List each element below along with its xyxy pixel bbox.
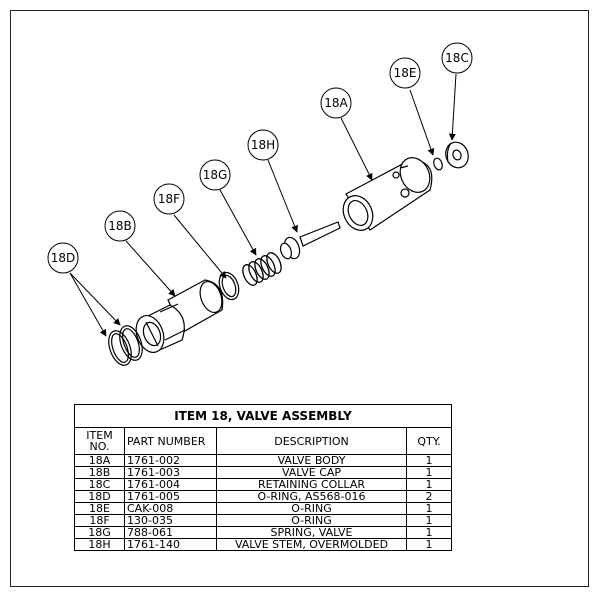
table-row: 18D 1761-005 O-RING, AS568-016 2 [74,490,453,503]
balloon-18g: 18G [199,159,231,191]
table-row: 18F 130-035 O-RING 1 [74,514,453,527]
balloon-18c: 18C [441,42,473,74]
row-part: 130-035 [124,514,217,527]
row-desc: VALVE CAP [216,466,407,479]
table-title: ITEM 18, VALVE ASSEMBLY [73,404,453,428]
row-qty: 1 [405,502,453,515]
row-item: 18F [74,514,125,527]
row-part: CAK-008 [124,502,217,515]
row-part: 1761-005 [124,490,217,503]
table-row: 18C 1761-004 RETAINING COLLAR 1 [74,478,453,491]
bill-of-materials-table: ITEM 18, VALVE ASSEMBLY ITEM NO. PART NU… [73,404,453,551]
svg-text:18B: 18B [108,219,132,233]
part-18a-valve-body [342,157,433,231]
balloon-18b: 18B [104,210,136,242]
row-item: 18A [74,454,125,467]
header-part-number: PART NUMBER [124,427,217,455]
table-row: 18A 1761-002 VALVE BODY 1 [74,454,453,467]
svg-text:18C: 18C [445,51,469,65]
row-desc: O-RING [216,514,407,527]
row-part: 1761-003 [124,466,217,479]
row-item: 18C [74,478,125,491]
row-qty: 1 [405,466,453,479]
row-qty: 1 [405,526,453,539]
balloon-18a: 18A [320,87,352,119]
table-row: 18B 1761-003 VALVE CAP 1 [74,466,453,479]
balloon-18f: 18F [153,183,185,215]
row-item: 18D [74,490,125,503]
drawing-border [10,10,589,587]
part-18g-spring [242,252,282,286]
svg-text:18D: 18D [51,251,76,265]
row-desc: VALVE BODY [216,454,407,467]
svg-text:18G: 18G [203,168,228,182]
table-row: 18E CAK-008 O-RING 1 [74,502,453,515]
row-qty: 2 [405,490,453,503]
row-part: 1761-004 [124,478,217,491]
leader-lines [69,73,457,337]
svg-text:18E: 18E [394,66,417,80]
part-18b-valve-cap [135,279,224,353]
table-row: 18G 788-061 SPRING, VALVE 1 [74,526,453,539]
row-qty: 1 [405,538,453,551]
row-desc: SPRING, VALVE [216,526,407,539]
row-item: 18E [74,502,125,515]
row-item: 18G [74,526,125,539]
row-part: 1761-140 [124,538,217,551]
part-18h-valve-stem [279,221,341,260]
svg-text:18A: 18A [324,96,348,110]
header-item-no: ITEM NO. [74,427,125,455]
balloon-18e: 18E [389,57,421,89]
table-row: 18H 1761-140 VALVE STEM, OVERMOLDED 1 [74,538,453,551]
header-description: DESCRIPTION [216,427,407,455]
row-qty: 1 [405,478,453,491]
row-desc: O-RING [216,502,407,515]
row-desc: VALVE STEM, OVERMOLDED [216,538,407,551]
svg-text:18F: 18F [158,192,180,206]
part-18c-retaining-collar [445,141,469,169]
balloon-18h: 18H [247,129,279,161]
part-18e-o-ring [433,157,443,171]
row-part: 1761-002 [124,454,217,467]
balloon-18d: 18D [47,242,79,274]
row-qty: 1 [405,454,453,467]
header-qty: QTY. [405,427,453,455]
row-qty: 1 [405,514,453,527]
row-desc: O-RING, AS568-016 [216,490,407,503]
row-item: 18B [74,466,125,479]
part-18d-o-rings [108,325,143,366]
svg-text:18H: 18H [251,138,275,152]
row-part: 788-061 [124,526,217,539]
row-desc: RETAINING COLLAR [216,478,407,491]
row-item: 18H [74,538,125,551]
table-header-row: ITEM NO. PART NUMBER DESCRIPTION QTY. [74,427,453,455]
